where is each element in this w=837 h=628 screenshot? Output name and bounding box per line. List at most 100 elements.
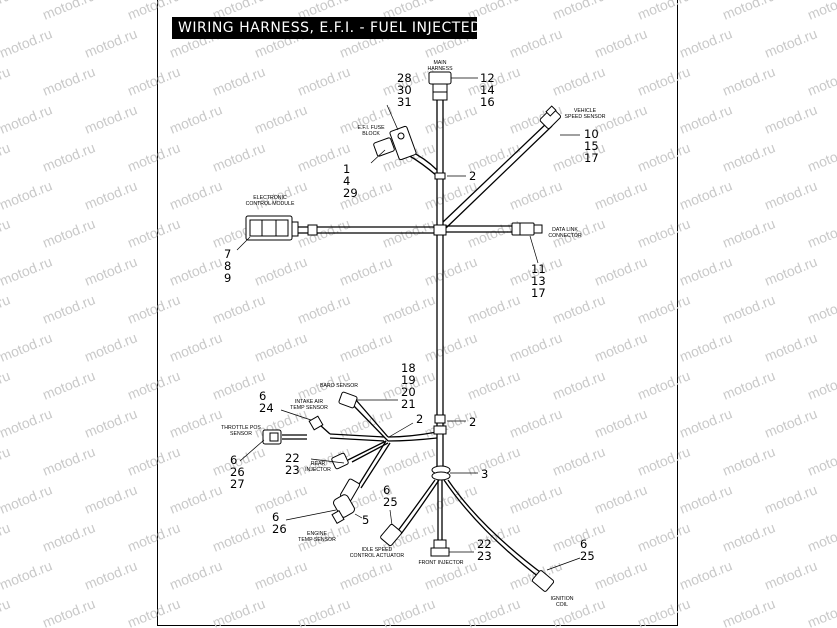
watermark-text: motod.ru [0,101,54,137]
watermark-text: motod.ru [125,215,182,251]
watermark-text: motod.ru [805,215,837,251]
diagram-title: WIRING HARNESS, E.F.I. - FUEL INJECTED [172,17,481,39]
ref-dlc-0: 11 [531,262,546,276]
watermark-text: motod.ru [125,519,182,555]
watermark-text: motod.ru [805,139,837,175]
watermark-text: motod.ru [252,329,309,365]
watermark-text: motod.ru [40,291,97,327]
watermark-text: motod.ru [0,557,54,593]
watermark-text: motod.ru [720,63,777,99]
watermark-text: motod.ru [677,405,734,441]
watermark-text: motod.ru [0,291,12,327]
ref-baro-2: 20 [401,385,416,399]
ref-tps-1: 26 [230,465,245,479]
watermark-text: motod.ru [167,481,224,517]
watermark-text: motod.ru [82,481,139,517]
ref-vss-1: 15 [584,139,599,153]
ref-front-inj-1: 23 [477,549,492,563]
watermark-text: motod.ru [0,253,54,289]
label-fuse-0: E.F.I. FUSE [357,125,385,131]
watermark-text: motod.ru [592,253,649,289]
watermark-text: motod.ru [337,253,394,289]
watermark-text: motod.ru [550,291,607,327]
ref-coil-1: 25 [580,549,595,563]
watermark-text: motod.ru [720,139,777,175]
watermark-text: motod.ru [125,443,182,479]
watermark-text: motod.ru [635,367,692,403]
ref-tps-2: 27 [230,477,245,491]
watermark-text: motod.ru [337,557,394,593]
watermark-text: motod.ru [125,367,182,403]
engine-temp-sensor [331,478,360,525]
watermark-text: motod.ru [550,519,607,555]
label-fuse-1: BLOCK [362,131,380,137]
ref-ecm-2: 9 [224,271,231,285]
watermark-text: motod.ru [167,101,224,137]
baro-sensor-connector [338,391,358,409]
watermark-text: motod.ru [635,595,692,628]
watermark-text: motod.ru [252,481,309,517]
watermark-text: motod.ru [762,177,819,213]
watermark-text: motod.ru [167,253,224,289]
main-harness-connector [428,71,452,101]
watermark-text: motod.ru [125,63,182,99]
watermark-text: motod.ru [507,25,564,61]
watermark-text: motod.ru [805,367,837,403]
watermark-text: motod.ru [380,595,437,628]
rear-injector-connector [331,452,349,470]
label-dlc-1: CONNECTOR [548,233,582,239]
ref-main-harness-0: 12 [480,71,495,85]
watermark-text: motod.ru [677,101,734,137]
label-dlc-0: DATA LINK [552,227,578,233]
watermark-text: motod.ru [592,557,649,593]
component-labels: MAIN HARNESS E.F.I. FUSE BLOCK VEHICLE S… [221,60,606,608]
watermark-text: motod.ru [0,0,12,23]
ref-ecm-1: 8 [224,259,231,273]
label-coil-1: COIL [556,602,568,608]
ref-vss-2: 17 [584,151,599,165]
ref-fuse-top-2: 31 [397,95,412,109]
ref-dlc-1: 13 [531,274,546,288]
ref-coil-0: 6 [580,537,587,551]
watermark-text: motod.ru [507,481,564,517]
ref-main-harness-2: 16 [480,95,495,109]
ref-fuse-bottom-2: 29 [343,186,358,200]
diagram-frame [157,0,678,626]
watermark-text: motod.ru [337,329,394,365]
watermark-text: motod.ru [82,557,139,593]
watermark-text: motod.ru [252,557,309,593]
watermark-text: motod.ru [295,63,352,99]
label-front-inj-0: FRONT INJECTOR [418,560,463,566]
watermark-text: motod.ru [677,25,734,61]
watermark-text: motod.ru [40,443,97,479]
clip-middle [434,414,446,424]
ref-isc-1: 25 [383,495,398,509]
label-ecm-1: CONTROL MODULE [246,201,295,207]
watermark-text: motod.ru [720,291,777,327]
ref-iat-1: 24 [259,401,274,415]
watermark-text: motod.ru [465,519,522,555]
watermark-text: motod.ru [635,291,692,327]
watermark-text: motod.ru [0,519,12,555]
ref-tps-0: 6 [230,453,237,467]
idle-speed-actuator-connector [380,523,402,547]
ref-ets-0: 6 [272,510,279,524]
watermark-text: motod.ru [762,253,819,289]
label-iat-1: TEMP SENSOR [290,405,328,411]
ref-ets-part: 5 [362,513,369,527]
throttle-pos-connector [262,429,282,445]
watermark-text: motod.ru [210,291,267,327]
ref-ecm-0: 7 [224,247,231,261]
label-isc-0: IDLE SPEED [362,547,393,553]
watermark-text: motod.ru [592,177,649,213]
label-ets-1: TEMP SENSOR [298,537,336,543]
ref-ets-1: 26 [272,522,287,536]
watermark-text: motod.ru [805,443,837,479]
vehicle-speed-sensor-connector [539,105,561,129]
watermark-text: motod.ru [720,215,777,251]
watermark-text: motod.ru [167,177,224,213]
watermark-text: motod.ru [762,405,819,441]
watermark-text: motod.ru [507,329,564,365]
watermark-text: motod.ru [465,443,522,479]
watermark-text: motod.ru [252,101,309,137]
